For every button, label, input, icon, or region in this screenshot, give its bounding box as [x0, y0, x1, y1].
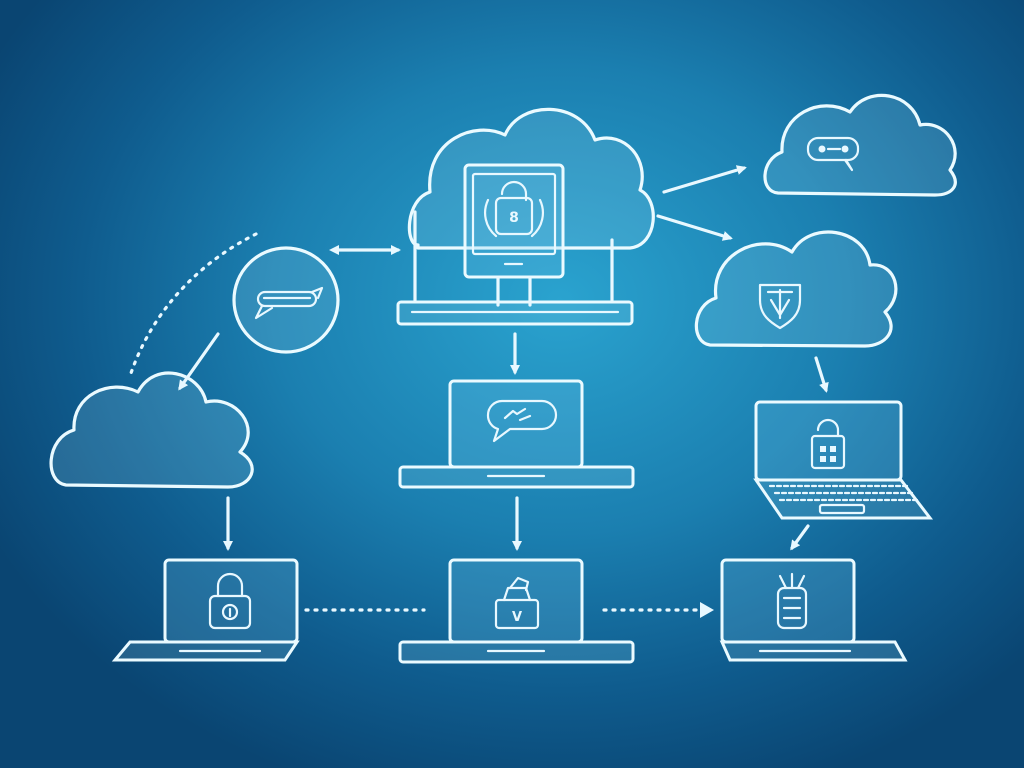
- central-lock-icon: 8: [484, 180, 544, 238]
- right-shield-cloud: [694, 230, 898, 348]
- arrow-server-top-cloud: [662, 165, 747, 194]
- bottom-center-laptop: V: [398, 558, 635, 664]
- chat-bubble-icon: [806, 136, 860, 172]
- right-lock-icon: [810, 418, 846, 470]
- data-jar-icon: V: [494, 576, 540, 630]
- server-stand: [413, 210, 614, 302]
- message-icon: [254, 286, 324, 320]
- connectors: [128, 165, 829, 618]
- bottom-right-laptop: [719, 558, 908, 662]
- chat-icon: [486, 399, 558, 443]
- central-lock-glyph: 8: [509, 210, 519, 226]
- right-cloud-icon: [694, 230, 898, 348]
- arrow-message-left-cloud: [178, 332, 220, 391]
- dotted-link-arrowhead: [700, 602, 714, 618]
- right-laptop: [753, 400, 934, 520]
- sensor-icon: [776, 572, 808, 630]
- top-right-cloud: [763, 93, 957, 197]
- bottom-left-laptop: [111, 558, 300, 662]
- bottom-left-laptop-screen: [163, 558, 299, 644]
- central-monitor-icon: [463, 163, 565, 279]
- message-node: [232, 246, 340, 354]
- central-cloud-server: 8: [396, 107, 655, 326]
- arrow-server-right-cloud: [656, 214, 733, 241]
- arrow-right-laptop-bottom: [790, 524, 810, 551]
- message-circle: [232, 246, 340, 354]
- dotted-arc: [128, 232, 258, 378]
- padlock-icon: [208, 572, 252, 630]
- bottom-right-laptop-screen: [720, 558, 856, 644]
- arrow-right-cloud-laptop: [814, 356, 829, 393]
- center-laptop-screen: [448, 379, 584, 469]
- center-laptop: [398, 379, 635, 489]
- bottom-center-glyph: V: [512, 610, 522, 625]
- top-right-cloud-icon: [763, 93, 957, 197]
- central-cloud-icon: [407, 107, 655, 250]
- left-cloud-icon: [49, 371, 254, 489]
- shield-icon: [758, 283, 802, 330]
